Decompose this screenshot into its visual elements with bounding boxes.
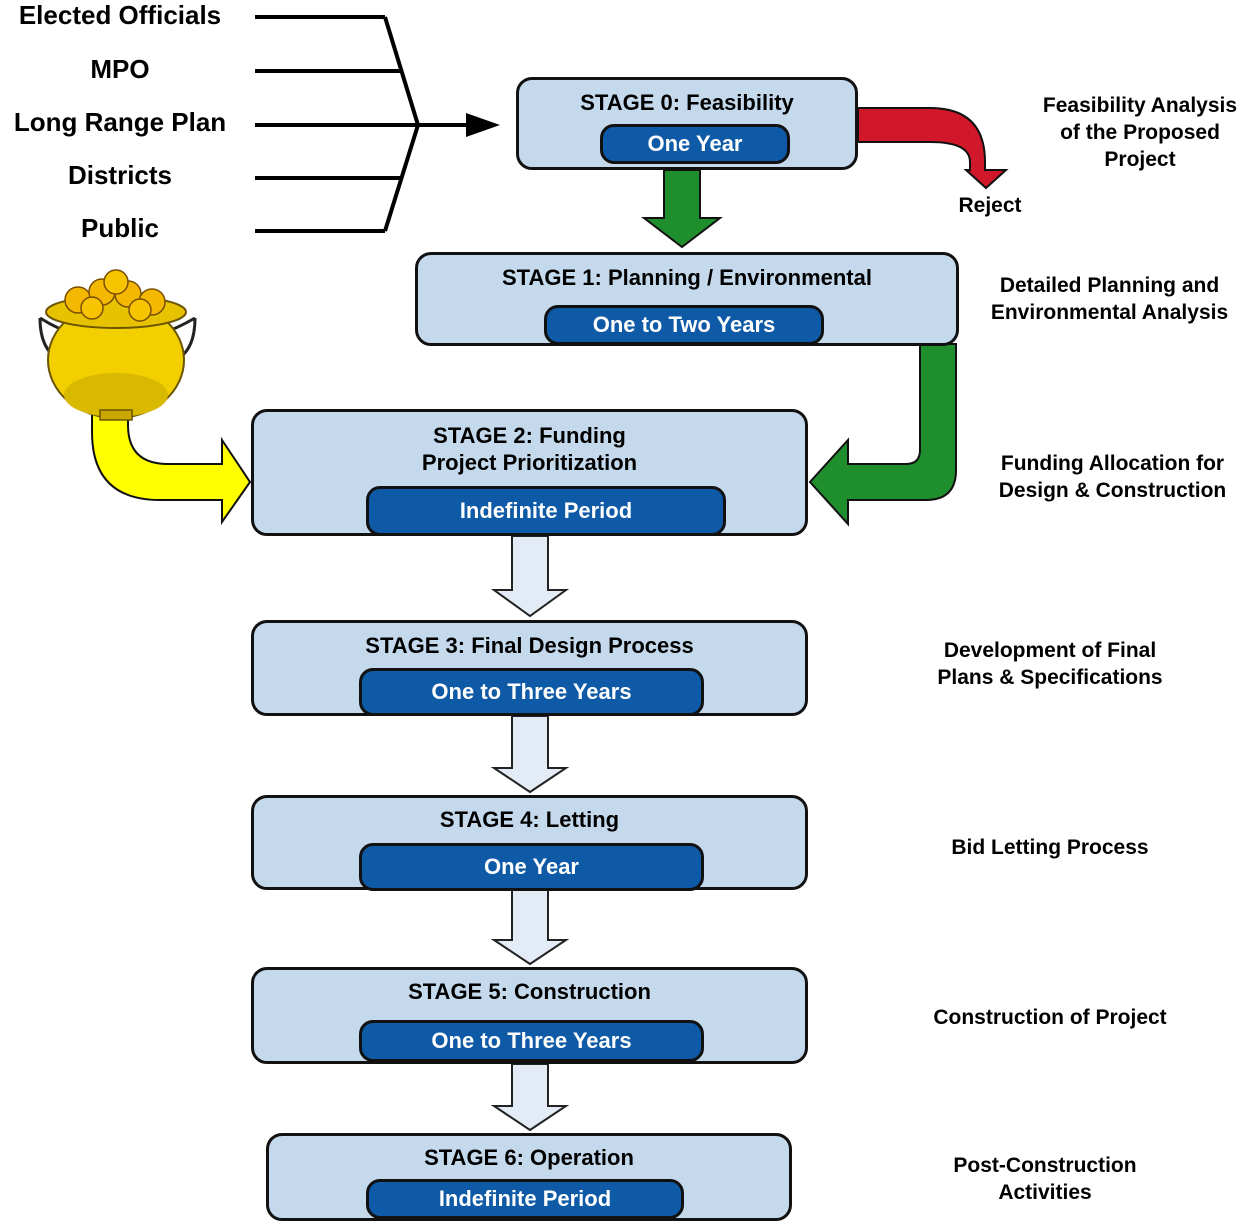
source-elected-officials: Elected Officials [18,0,222,30]
stage-1-box: STAGE 1: Planning / Environmental One to… [415,252,959,346]
stage-1-duration: One to Two Years [544,305,824,345]
stage-3-box: STAGE 3: Final Design Process One to Thr… [251,620,808,716]
stage-5-title: STAGE 5: Construction [408,979,651,1004]
stage-6-note-line-2: Activities [998,1181,1092,1204]
funding-arrow [91,389,252,526]
stage-2-box: STAGE 2: Funding Project Prioritization … [251,409,808,536]
stage-4-note: Bid Letting Process [951,836,1149,859]
stage-2-note: Funding Allocation for Design & Construc… [980,450,1245,504]
flow-arrow-4-5 [490,889,570,966]
stage-0-duration: One Year [600,124,790,164]
flow-arrow-2-3 [490,535,570,618]
flow-arrow-5-6 [490,1063,570,1132]
stage-0-note-line-3: Project [1104,148,1176,171]
stage-6-box: STAGE 6: Operation Indefinite Period [266,1133,792,1221]
stage-1-title: STAGE 1: Planning / Environmental [502,265,872,290]
stage-3-note: Development of Final Plans & Specificati… [905,637,1195,691]
stage-5-note: Construction of Project [933,1006,1167,1029]
stage-2-title: STAGE 2: Funding [433,423,626,448]
approve-arrow-0-1 [641,169,723,249]
stage-1-note-line-2: Environmental Analysis [990,301,1229,324]
stage-3-note-line-1: Development of Final [943,639,1157,662]
flow-arrow-3-4 [490,715,570,794]
stage-6-note-line-1: Post-Construction [953,1154,1137,1177]
stage-3-duration: One to Three Years [359,668,704,716]
stage-0-note: Feasibility Analysis of the Proposed Pro… [1020,92,1247,173]
stage-6-title: STAGE 6: Operation [424,1145,634,1170]
approve-arrow-1-2 [808,343,957,527]
source-mpo: MPO [90,54,150,84]
stage-2-note-line-2: Design & Construction [998,479,1227,502]
stage-0-note-line-2: of the Proposed [1060,121,1220,144]
stage-2-duration: Indefinite Period [366,486,726,536]
stage-0-note-line-1: Feasibility Analysis [1042,94,1238,117]
stage-2-subtitle: Project Prioritization [421,450,638,475]
stage-3-note-line-2: Plans & Specifications [937,666,1163,689]
stage-5-box: STAGE 5: Construction One to Three Years [251,967,808,1064]
pot-of-gold-icon [38,269,197,421]
reject-arrow [857,107,1009,190]
stage-6-note: Post-Construction Activities [900,1152,1190,1206]
stage-5-duration: One to Three Years [359,1020,704,1062]
stage-1-note: Detailed Planning and Environmental Anal… [972,272,1247,326]
stage-4-duration: One Year [359,843,704,891]
stage-3-title: STAGE 3: Final Design Process [365,633,694,658]
source-connector-lines [255,15,470,233]
stage-0-title: STAGE 0: Feasibility [580,90,794,115]
source-public: Public [80,213,159,243]
stage-0-box: STAGE 0: Feasibility One Year [516,77,858,170]
source-arrowhead [466,113,500,137]
reject-label: Reject [958,194,1022,217]
stage-4-title: STAGE 4: Letting [439,807,620,832]
stage-1-note-line-1: Detailed Planning and [999,274,1220,297]
stage-4-box: STAGE 4: Letting One Year [251,795,808,891]
stage-2-note-line-1: Funding Allocation for [1000,452,1225,475]
source-long-range-plan: Long Range Plan [13,107,227,137]
stage-6-duration: Indefinite Period [366,1179,684,1219]
source-districts: Districts [67,160,173,190]
